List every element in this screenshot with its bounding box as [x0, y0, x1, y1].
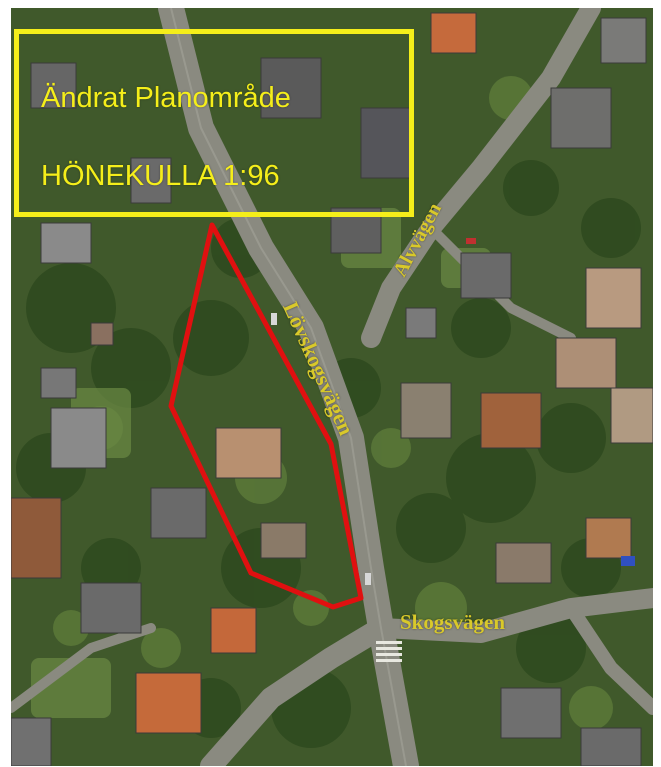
title-box: Ändrat Planområde HÖNEKULLA 1:96: [14, 29, 414, 217]
aerial-map[interactable]: Ändrat Planområde HÖNEKULLA 1:96 Lövskog…: [11, 8, 653, 766]
plan-boundary: [168, 222, 364, 610]
title-line-1: Ändrat Planområde: [41, 82, 291, 114]
aerial-imagery: [11, 8, 653, 766]
title-line-2: HÖNEKULLA 1:96: [41, 160, 280, 192]
road-label-skogsvagen: Skogsvägen: [400, 610, 506, 634]
